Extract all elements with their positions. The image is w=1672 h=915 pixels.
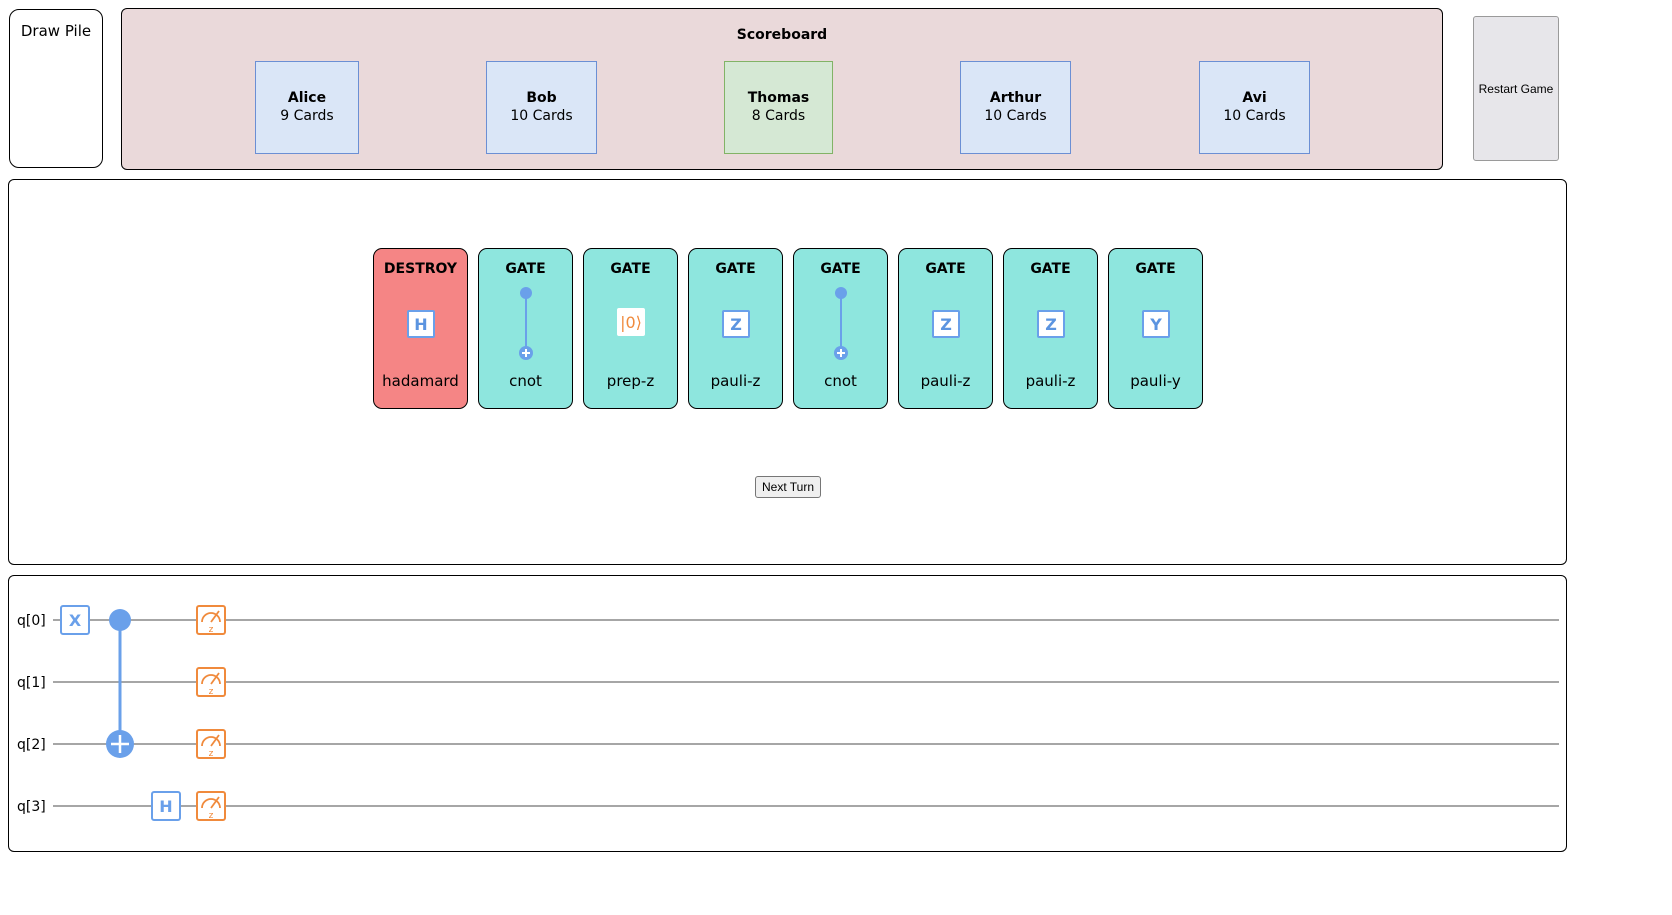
measure-basis: z bbox=[209, 811, 214, 821]
measure-basis: z bbox=[209, 687, 214, 697]
card-type: GATE bbox=[505, 261, 546, 277]
gate-label: X bbox=[69, 611, 82, 630]
player-name: Alice bbox=[287, 90, 327, 106]
scoreboard: Scoreboard Alice 9 Cards Bob 10 Cards Th… bbox=[121, 8, 1443, 170]
measure-needle bbox=[210, 672, 220, 685]
player-name: Arthur bbox=[989, 90, 1042, 106]
cnot-gate-icon bbox=[519, 287, 533, 360]
player-card-count: 10 Cards bbox=[1223, 108, 1286, 124]
card-type: GATE bbox=[925, 261, 966, 277]
draw-pile-label: Draw Pile bbox=[20, 22, 92, 40]
hand-card-pauli-z[interactable]: GATE Z pauli-z bbox=[688, 248, 783, 409]
cnot-control-dot bbox=[109, 609, 131, 631]
hand-card-pauli-z[interactable]: GATE Z pauli-z bbox=[1003, 248, 1098, 409]
scoreboard-title: Scoreboard bbox=[736, 27, 828, 43]
player-card-bob: Bob 10 Cards bbox=[486, 61, 597, 154]
measure-arc bbox=[201, 736, 221, 747]
card-type: GATE bbox=[610, 261, 651, 277]
pauli-z-gate-icon: Z bbox=[932, 310, 960, 338]
hand-card-pauli-y[interactable]: GATE Y pauli-y bbox=[1108, 248, 1203, 409]
measure-arc bbox=[201, 798, 221, 809]
hand-card-hadamard[interactable]: DESTROY H hadamard bbox=[373, 248, 468, 409]
player-card-arthur: Arthur 10 Cards bbox=[960, 61, 1071, 154]
player-card-count: 8 Cards bbox=[751, 108, 806, 124]
gate-box bbox=[60, 605, 90, 635]
player-name: Bob bbox=[526, 90, 557, 106]
hand-card-cnot[interactable]: GATE cnot bbox=[478, 248, 573, 409]
qubit-label: q[2] bbox=[17, 737, 46, 753]
card-name: pauli-z bbox=[1025, 372, 1076, 390]
hand-card-cnot[interactable]: GATE cnot bbox=[793, 248, 888, 409]
measure-basis: z bbox=[209, 749, 214, 759]
card-type: GATE bbox=[820, 261, 861, 277]
pauli-z-gate-icon: Z bbox=[1037, 310, 1065, 338]
card-name: pauli-z bbox=[710, 372, 761, 390]
measure-basis: z bbox=[209, 625, 214, 635]
card-name: cnot bbox=[509, 372, 542, 390]
prep-z-gate-icon: |0⟩ bbox=[617, 308, 645, 336]
qubit-label: q[3] bbox=[17, 799, 46, 815]
player-card-count: 10 Cards bbox=[510, 108, 573, 124]
card-type: DESTROY bbox=[383, 261, 458, 277]
player-card-alice: Alice 9 Cards bbox=[255, 61, 359, 154]
measure-needle bbox=[210, 796, 220, 809]
hand-card-pauli-z[interactable]: GATE Z pauli-z bbox=[898, 248, 993, 409]
hand-card-prep-z[interactable]: GATE |0⟩ prep-z bbox=[583, 248, 678, 409]
card-name: prep-z bbox=[606, 372, 655, 390]
gate-box bbox=[151, 791, 181, 821]
card-type: GATE bbox=[715, 261, 756, 277]
card-type: GATE bbox=[1135, 261, 1176, 277]
card-name: pauli-y bbox=[1130, 372, 1181, 390]
cnot-gate-icon bbox=[834, 287, 848, 360]
pauli-y-gate-icon: Y bbox=[1142, 310, 1170, 338]
qubit-label: q[0] bbox=[17, 613, 46, 629]
next-turn-button[interactable]: Next Turn bbox=[755, 476, 821, 498]
draw-pile[interactable]: Draw Pile bbox=[9, 9, 103, 168]
player-name: Thomas bbox=[747, 90, 810, 106]
measure-arc bbox=[201, 612, 221, 623]
hadamard-gate-icon: H bbox=[407, 310, 435, 338]
card-type: GATE bbox=[1030, 261, 1071, 277]
player-card-count: 10 Cards bbox=[984, 108, 1047, 124]
gate-label: H bbox=[159, 797, 172, 816]
card-name: cnot bbox=[824, 372, 857, 390]
card-name: hadamard bbox=[382, 372, 459, 390]
measure-needle bbox=[210, 734, 220, 747]
player-card-thomas: Thomas 8 Cards bbox=[724, 61, 833, 154]
measure-arc bbox=[201, 674, 221, 685]
player-card-count: 9 Cards bbox=[280, 108, 334, 124]
hand-area: DESTROY H hadamard GATE cnot GATE |0⟩ pr… bbox=[8, 179, 1567, 565]
qubit-label: q[1] bbox=[17, 675, 46, 691]
player-name: Avi bbox=[1242, 90, 1267, 106]
restart-game-button[interactable]: Restart Game bbox=[1473, 16, 1559, 161]
pauli-z-gate-icon: Z bbox=[722, 310, 750, 338]
card-name: pauli-z bbox=[920, 372, 971, 390]
circuit-canvas: q[0] q[1] q[2] q[3] X Hz z z z bbox=[17, 605, 1559, 821]
measure-needle bbox=[210, 610, 220, 623]
player-card-avi: Avi 10 Cards bbox=[1199, 61, 1310, 154]
